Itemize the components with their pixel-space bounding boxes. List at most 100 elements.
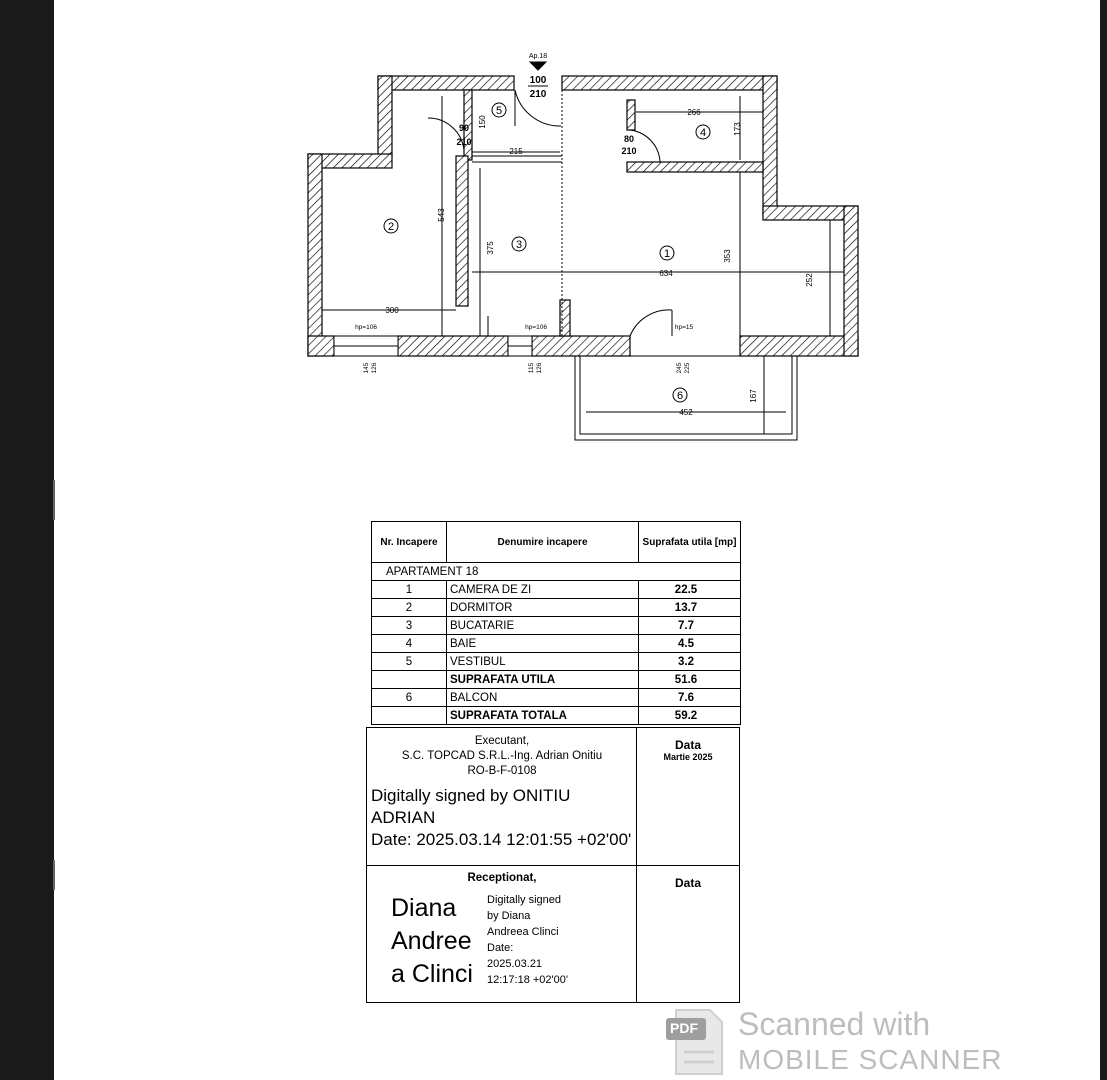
header-nr: Nr. Incapere — [371, 521, 447, 563]
table-row: 1 CAMERA DE ZI 22.5 — [371, 580, 741, 599]
dimension-label: 150 — [478, 115, 487, 129]
sill-height-label: hp=15 — [675, 324, 694, 331]
room-name: BUCATARIE — [446, 616, 639, 635]
receptionat-date-block: Data — [636, 865, 740, 1003]
executant-company: S.C. TOPCAD S.R.L.-Ing. Adrian Onitiu — [401, 750, 603, 762]
window-dim-label: 145 — [363, 362, 370, 373]
door-label: 210 — [456, 137, 471, 147]
executant-title: Executant, — [474, 735, 530, 747]
dimension-label: 634 — [659, 269, 673, 278]
dimension-label: 266 — [687, 108, 701, 117]
window-dim-label: 245 — [676, 362, 683, 373]
room-name: VESTIBUL — [446, 652, 639, 671]
room-number: 1 — [664, 248, 670, 260]
room-area: 13.7 — [638, 598, 741, 617]
useful-total-row: SUPRAFATA UTILA 51.6 — [371, 670, 741, 689]
signer-detail-line: Andreea Clinci — [487, 926, 559, 938]
signature-line: ADRIAN — [371, 808, 436, 827]
signer-detail-line: Digitally signed — [487, 894, 561, 906]
date-value: Martie 2025 — [663, 752, 713, 762]
apartment-label: APARTAMENT 18 — [371, 562, 741, 581]
table-header: Nr. Incapere Denumire incapere Suprafata… — [371, 521, 741, 563]
pdf-badge-label: PDF — [670, 1020, 698, 1036]
floor-plan: 1 2 3 4 5 6 Ap.18 100 210 300 634 266 21… — [307, 53, 859, 441]
room-name: CAMERA DE ZI — [446, 580, 639, 599]
dimension-label: 300 — [385, 306, 399, 315]
empty-cell — [371, 670, 447, 689]
entrance-label: Ap.18 — [529, 53, 547, 60]
empty-cell — [371, 706, 447, 725]
room-nr: 5 — [371, 652, 447, 671]
signature-line: Date: 2025.03.14 12:01:55 +02'00' — [371, 830, 632, 849]
useful-total-label: SUPRAFATA UTILA — [446, 670, 639, 689]
date-label: Data — [674, 738, 701, 752]
dimension-label: 167 — [749, 389, 758, 403]
window-dim-label: 126 — [536, 362, 543, 373]
sill-height-label: hp=106 — [355, 324, 377, 331]
room-nr: 4 — [371, 634, 447, 653]
scan-edge-mark — [53, 480, 55, 520]
executant-code: RO-B-F-0108 — [467, 765, 537, 777]
signer-detail-line: 2025.03.21 — [487, 958, 543, 970]
dimension-label: 353 — [723, 249, 732, 263]
door-label: 90 — [459, 123, 469, 133]
executant-block: Executant, S.C. TOPCAD S.R.L.-Ing. Adria… — [366, 727, 638, 867]
useful-total-value: 51.6 — [638, 670, 741, 689]
table-row: 3 BUCATARIE 7.7 — [371, 616, 741, 635]
date-label: Data — [674, 876, 701, 890]
door-label: 210 — [621, 146, 636, 156]
room-area: 4.5 — [638, 634, 741, 653]
entrance-door-height: 210 — [530, 89, 547, 100]
grand-total-row: SUPRAFATA TOTALA 59.2 — [371, 706, 741, 725]
table-row: 5 VESTIBUL 3.2 — [371, 652, 741, 671]
room-nr: 1 — [371, 580, 447, 599]
grand-total-label: SUPRAFATA TOTALA — [446, 706, 639, 725]
signer-detail-line: Date: — [487, 942, 514, 954]
area-table: Nr. Incapere Denumire incapere Suprafata… — [371, 521, 741, 725]
dimension-label: 252 — [805, 273, 814, 287]
room-number: 5 — [496, 105, 502, 117]
signer-details: Digitally signed by Diana Andreea Clinci… — [487, 892, 568, 988]
header-denumire: Denumire incapere — [446, 521, 639, 563]
dimension-label: 173 — [733, 122, 742, 136]
room-number: 6 — [677, 390, 683, 402]
table-row: 2 DORMITOR 13.7 — [371, 598, 741, 617]
room-area: 22.5 — [638, 580, 741, 599]
interior-lines — [322, 61, 844, 441]
header-suprafata: Suprafata utila [mp] — [638, 521, 741, 563]
receptionat-block: Receptionat, Diana Andree a Clinci Digit… — [366, 865, 638, 1003]
room-number: 2 — [388, 221, 394, 233]
dimension-label: 375 — [486, 241, 495, 255]
watermark-line1: Scanned with — [738, 1006, 931, 1042]
dimension-labels: Ap.18 100 210 300 634 266 215 452 5 4 3 37… — [355, 53, 814, 417]
room-number: 4 — [700, 127, 706, 139]
scan-edge-mark — [53, 860, 55, 890]
room-number: 3 — [516, 239, 522, 251]
window-dim-label: 115 — [528, 362, 535, 373]
signer-name: Diana Andree a Clinci — [391, 892, 473, 991]
room-nr: 6 — [371, 688, 447, 707]
signer-name-line: Diana — [391, 894, 457, 922]
table-row: 4 BAIE 4.5 — [371, 634, 741, 653]
signer-name-line: Andree — [391, 927, 472, 955]
window-dim-label: 126 — [371, 362, 378, 373]
scanner-watermark: PDF Scanned with MOBILE SCANNER — [664, 1004, 1004, 1078]
receptionat-title: Receptionat, — [467, 872, 537, 884]
room-nr: 3 — [371, 616, 447, 635]
dimension-label: 215 — [509, 147, 523, 156]
signer-detail-line: 12:17:18 +02'00' — [487, 974, 568, 986]
executant-signature: Digitally signed by ONITIU ADRIAN Date: … — [367, 785, 637, 851]
signer-name-line: a Clinci — [391, 960, 473, 988]
executant-date-block: Data Martie 2025 — [636, 727, 740, 867]
entrance-door-width: 100 — [530, 75, 547, 86]
dimension-label: 452 — [679, 408, 693, 417]
door-label: 80 — [624, 134, 634, 144]
room-nr: 2 — [371, 598, 447, 617]
pdf-document-icon — [666, 1009, 723, 1075]
room-area: 7.7 — [638, 616, 741, 635]
room-area: 3.2 — [638, 652, 741, 671]
apartment-row: APARTAMENT 18 — [371, 562, 741, 581]
table-row: 6 BALCON 7.6 — [371, 688, 741, 707]
room-name: DORMITOR — [446, 598, 639, 617]
watermark-line2: MOBILE SCANNER — [738, 1044, 1003, 1075]
